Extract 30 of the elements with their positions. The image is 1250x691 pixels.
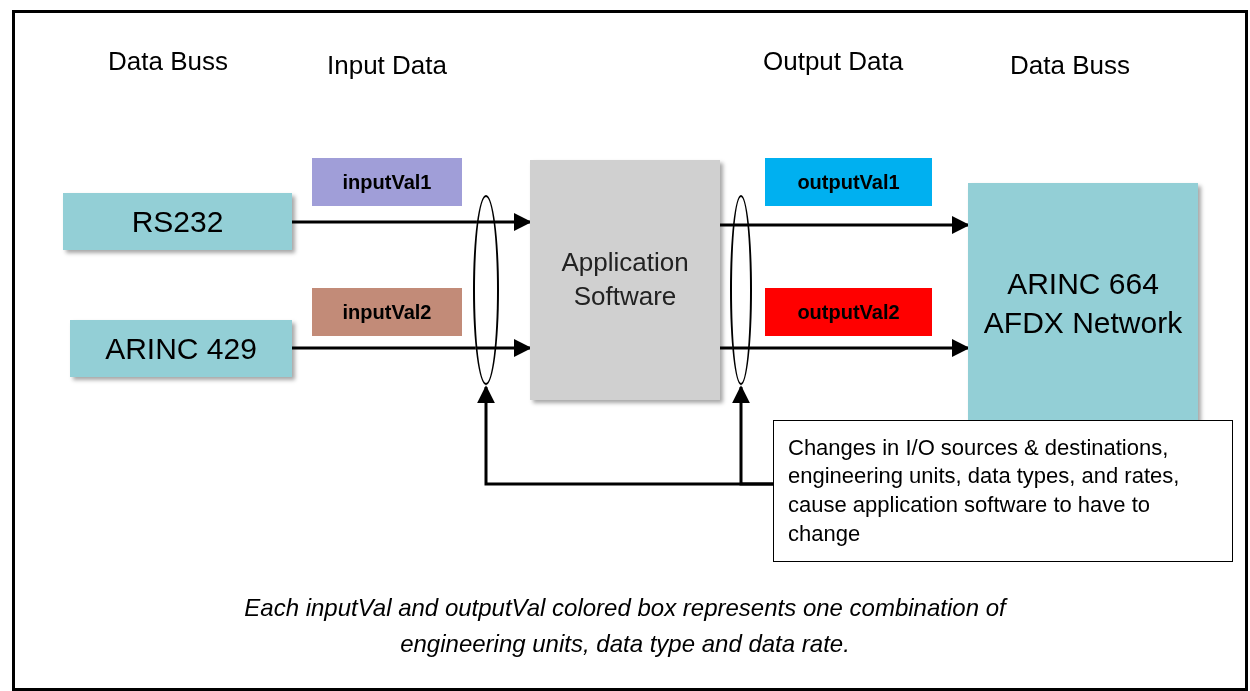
- column-heading: Input Data: [327, 50, 447, 81]
- data-tag: [312, 288, 462, 336]
- data-tag: [765, 288, 932, 336]
- arrow: [475, 339, 532, 357]
- column-heading: Output Data: [763, 46, 904, 77]
- box-label: Application Software: [560, 246, 690, 313]
- arrow: [732, 385, 773, 486]
- box-label: outputVal2: [797, 300, 900, 325]
- data-tag: [312, 158, 462, 206]
- process-box: [530, 160, 720, 400]
- box-label: ARINC 664 AFDX Network: [983, 266, 1183, 341]
- arrow: [732, 339, 970, 357]
- column-heading: Data Buss: [1010, 50, 1130, 81]
- box-label: outputVal1: [797, 170, 900, 195]
- bus-box: [63, 193, 292, 250]
- box-label: RS232: [131, 204, 224, 240]
- column-heading: Data Buss: [108, 46, 228, 77]
- note-box: [773, 420, 1233, 562]
- box-label: Changes in I/O sources & destinations, engineering units, data types, and rates, cause application software to have to change: [788, 433, 1181, 548]
- arrow: [476, 213, 532, 231]
- caption: Each inputVal and outputVal colored box represents one combination of engineering units, data type and data rate.: [243, 593, 1009, 659]
- ellipse-marker: [473, 195, 499, 385]
- data-tag: [765, 158, 932, 206]
- bus-box: [70, 320, 292, 377]
- network-box: [968, 183, 1198, 423]
- ellipse-marker: [730, 195, 752, 385]
- box-label: ARINC 429: [105, 331, 257, 367]
- box-label: inputVal2: [342, 300, 432, 325]
- arrow: [733, 216, 970, 234]
- box-label: inputVal1: [342, 170, 432, 195]
